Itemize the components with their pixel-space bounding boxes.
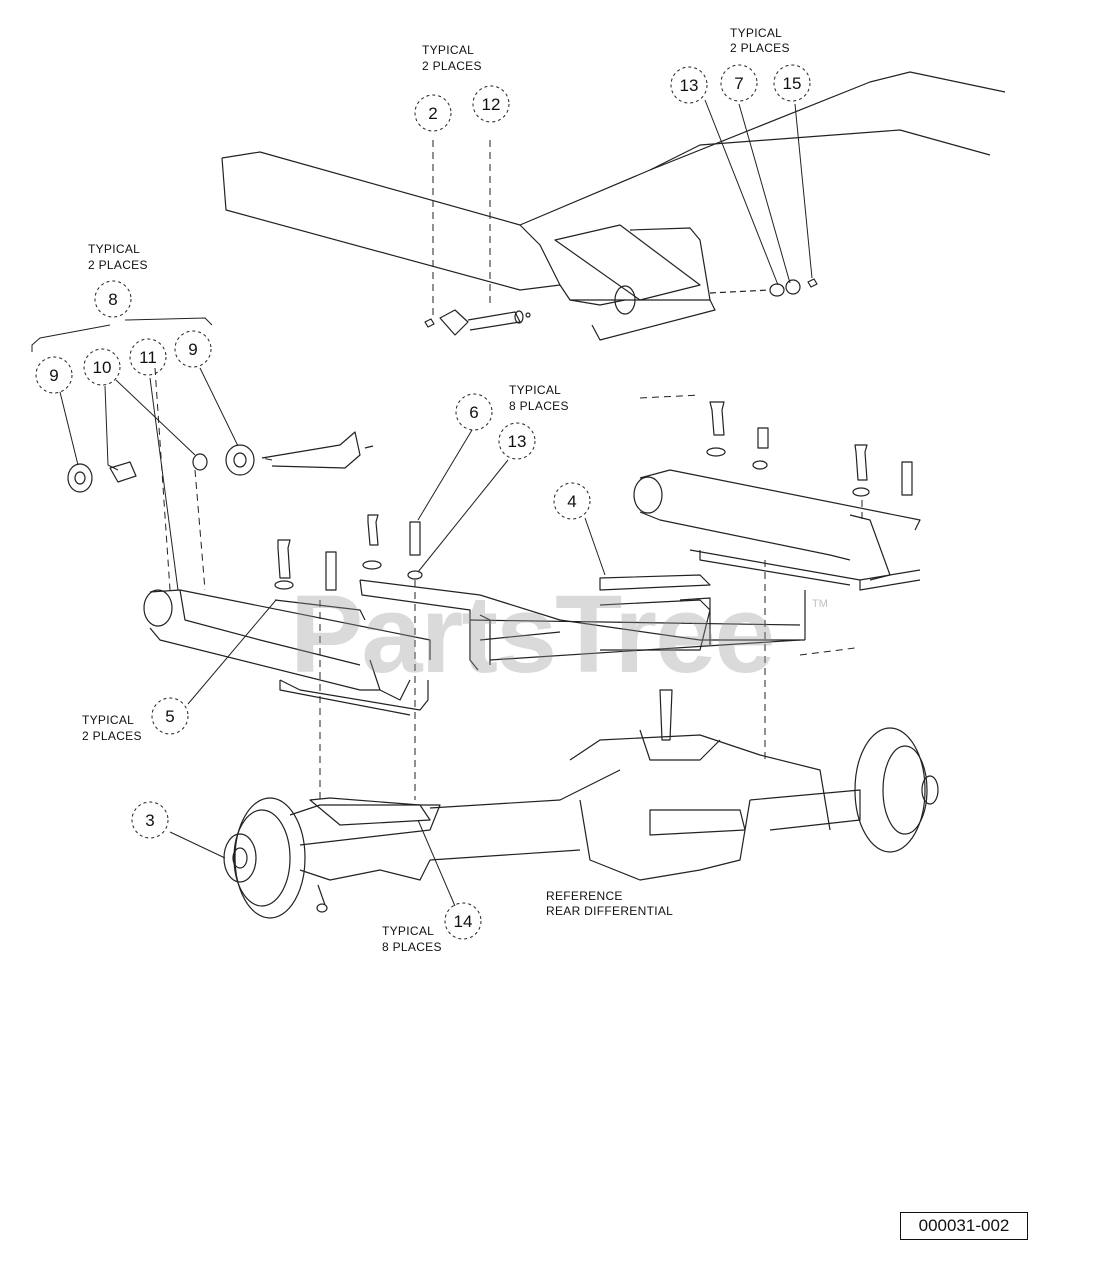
callout-4: 4 [567,492,576,511]
callout-15: 15 [783,74,802,93]
line-art [31,64,1006,940]
callout-labels: 2 12 13 7 15 8 9 10 11 9 6 13 4 5 3 14 [49,74,801,931]
note-2-places: 2 PLACES [730,41,790,55]
note-typical: TYPICAL [382,924,434,938]
note-rear-differential: REAR DIFFERENTIAL [546,904,673,918]
rear-axle-assembly [223,689,939,919]
callout-9-left: 9 [49,366,58,385]
center-spacer-bracket [359,574,806,671]
callout-13-lower: 13 [508,432,527,451]
left-frame-bracket [143,589,431,716]
watermark-trademark: TM [812,598,828,610]
note-reference: REFERENCE [546,889,623,903]
assembly-lines [154,140,863,800]
note-typical: TYPICAL [509,383,561,397]
callout-11: 11 [139,348,157,367]
callout-13-upper: 13 [680,76,699,95]
callout-6: 6 [469,403,478,422]
leader-lines [31,99,813,907]
callout-5: 5 [165,707,174,726]
note-8-places: 8 PLACES [382,940,442,954]
callout-8: 8 [108,290,117,309]
callout-14: 14 [454,912,473,931]
note-typical: TYPICAL [730,26,782,40]
mounting-bolts [274,401,913,591]
pivot-bushing-parts [67,431,374,493]
callout-3: 3 [145,811,154,830]
upper-frame-rail [221,71,1006,341]
callout-2: 2 [428,104,437,123]
note-typical: TYPICAL [88,242,140,256]
note-typical: TYPICAL [82,713,134,727]
drawing-reference-number: 000031-002 [900,1212,1028,1240]
note-typical: TYPICAL [422,43,474,57]
upper-bolt-assembly [424,278,818,336]
note-2-places: 2 PLACES [88,258,148,272]
callout-7: 7 [734,74,743,93]
right-frame-bracket [633,469,921,591]
callout-circles [35,64,811,940]
callout-12: 12 [482,95,501,114]
note-2-places: 2 PLACES [422,59,482,73]
callout-10: 10 [93,358,112,377]
note-8-places: 8 PLACES [509,399,569,413]
callout-9-right: 9 [188,340,197,359]
diagram-notes: TYPICAL 2 PLACES TYPICAL 2 PLACES TYPICA… [82,26,790,954]
note-2-places: 2 PLACES [82,729,142,743]
